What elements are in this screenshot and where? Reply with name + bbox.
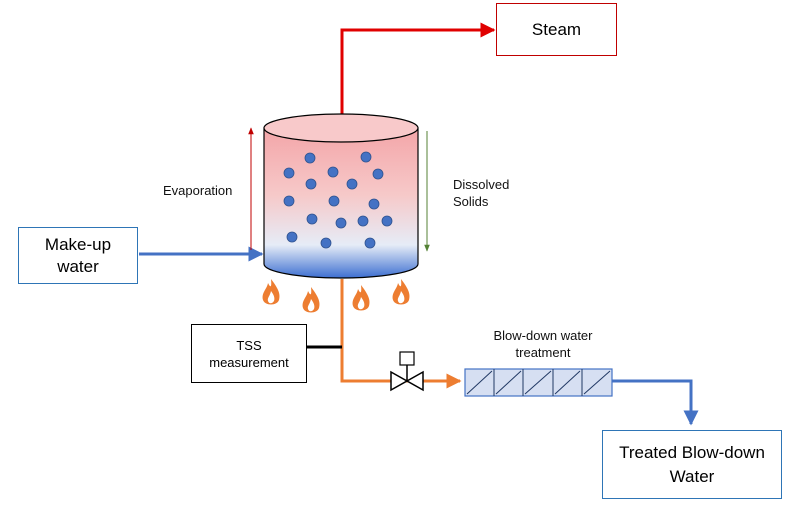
flame-icon bbox=[262, 279, 280, 305]
flame-icon bbox=[302, 287, 320, 313]
flame-icon bbox=[392, 279, 410, 305]
treated-line bbox=[612, 379, 699, 426]
treated-blowdown-water-box: Treated Blow-down Water bbox=[602, 430, 782, 499]
evaporation-label: Evaporation bbox=[163, 183, 233, 198]
dissolved-particles bbox=[283, 151, 393, 249]
filter-unit-icon bbox=[464, 368, 613, 397]
steam-box: Steam bbox=[496, 3, 617, 56]
makeup-water-box: Make-up water bbox=[18, 227, 138, 284]
steam-line bbox=[340, 22, 496, 118]
blowdown-treatment-label: Blow-down water treatment bbox=[493, 328, 593, 360]
makeup-water-label: Make-up water bbox=[44, 234, 112, 276]
treated-water-label: Treated Blow-down Water bbox=[619, 442, 765, 486]
tss-measurement-box: TSS measurement bbox=[191, 324, 307, 383]
flame-icon bbox=[352, 285, 370, 311]
dissolved-solids-label: Dissolved Solids bbox=[453, 177, 510, 209]
control-valve-icon bbox=[390, 351, 424, 392]
boiler-tank bbox=[263, 113, 419, 279]
tss-measurement-label: TSS measurement bbox=[209, 337, 289, 370]
burner-flames bbox=[262, 279, 410, 313]
steam-label: Steam bbox=[531, 19, 582, 39]
